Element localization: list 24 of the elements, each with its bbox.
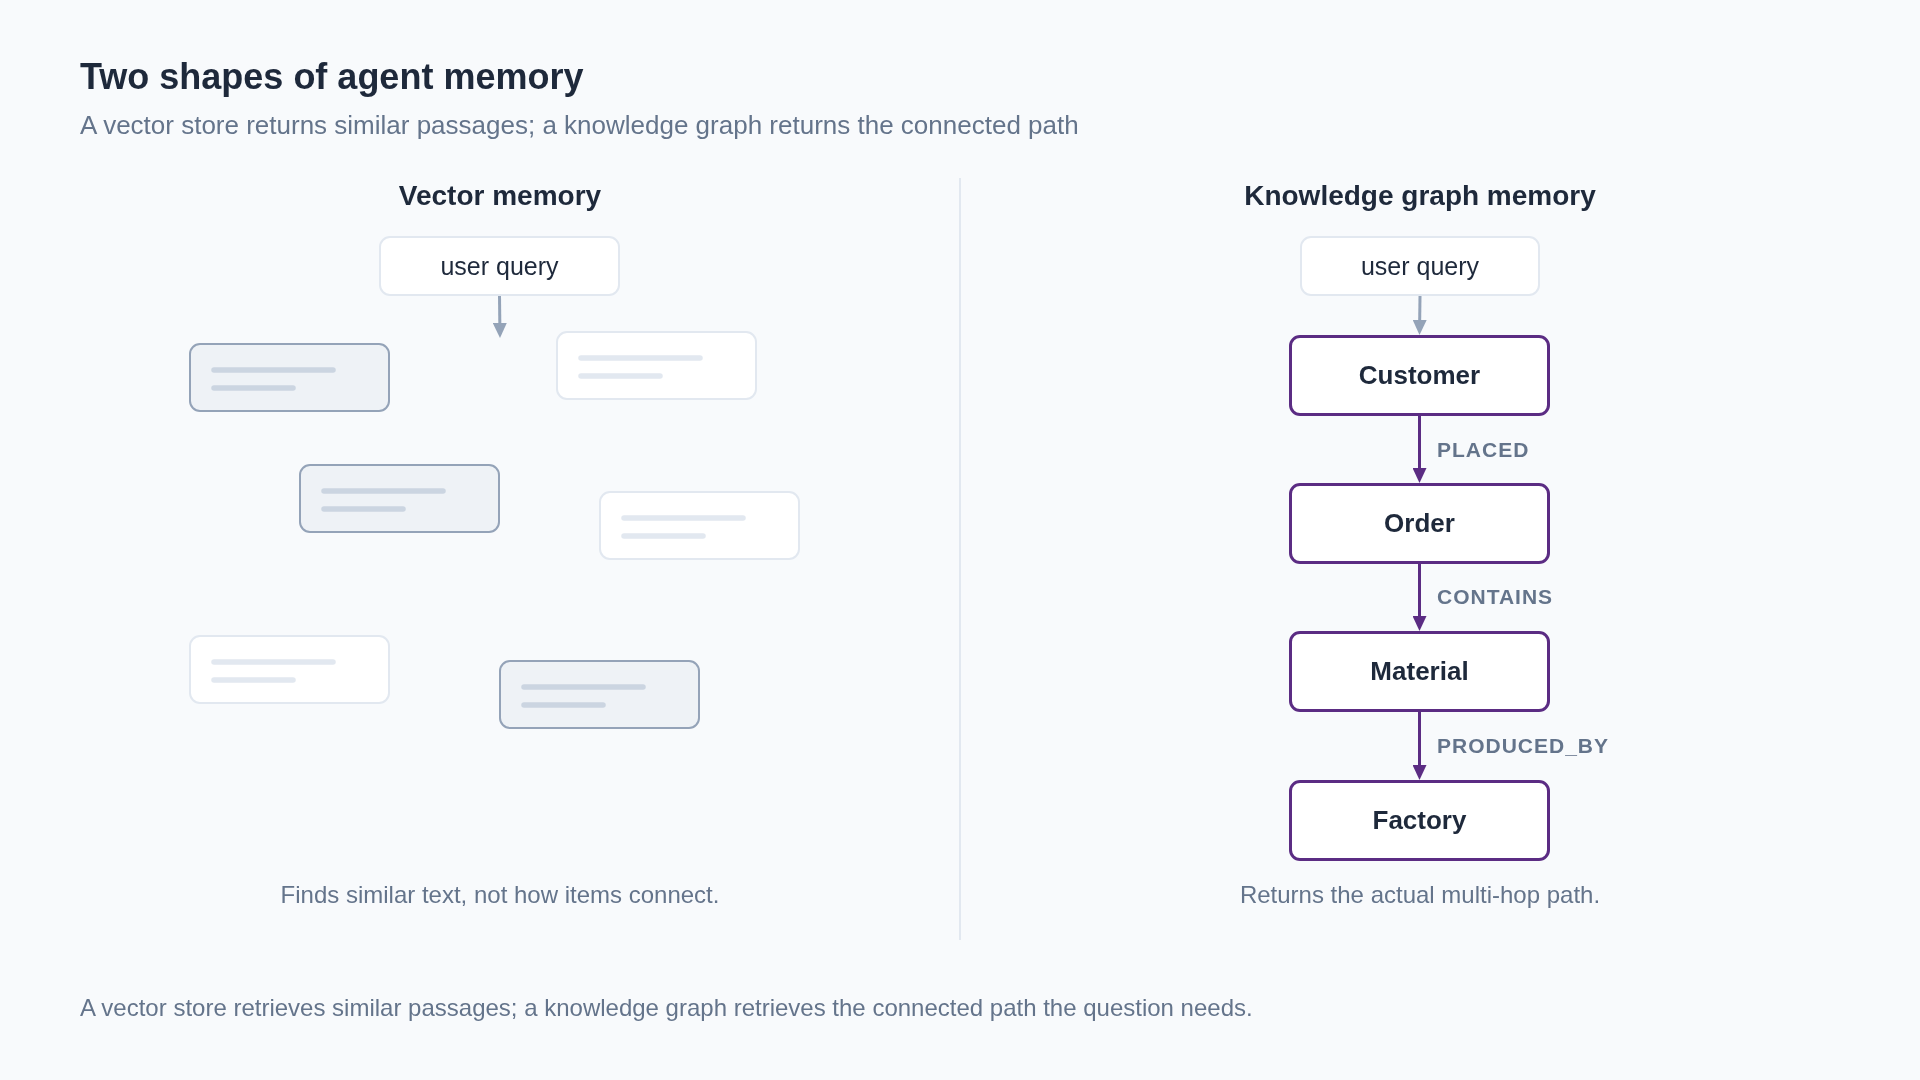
panel-heading: Knowledge graph memory: [1244, 179, 1596, 213]
panel-heading: Vector memory: [398, 179, 602, 213]
panel-caption: Returns the actual multi-hop path.: [1239, 881, 1601, 909]
passage-card: [189, 635, 390, 704]
title: Two shapes of agent memory: [80, 56, 584, 98]
arrow: [492, 296, 507, 338]
entity-box: Order: [1289, 483, 1550, 564]
query-box: user query: [1300, 236, 1540, 296]
retrieved-passage-card: [299, 464, 500, 533]
panel-caption: Finds similar text, not how items connect.: [280, 881, 720, 909]
caption: A vector store retrieves similar passages; a knowledge graph retrieves the connected path the question needs.: [80, 994, 1253, 1022]
arrow: [1412, 564, 1427, 631]
entity-box: Factory: [1289, 780, 1550, 861]
arrow: [1412, 295, 1427, 335]
retrieved-passage-card: [189, 343, 390, 412]
passage-card: [599, 491, 800, 560]
arrow: [1412, 712, 1427, 780]
subtitle: A vector store returns similar passages; a knowledge graph returns the connected path: [80, 110, 1079, 140]
entity-box: Material: [1289, 631, 1550, 712]
entity-box: Customer: [1289, 335, 1550, 416]
retrieved-passage-card: [499, 660, 700, 729]
query-box: user query: [379, 236, 620, 296]
passage-card: [556, 331, 757, 400]
arrow: [1412, 416, 1427, 483]
